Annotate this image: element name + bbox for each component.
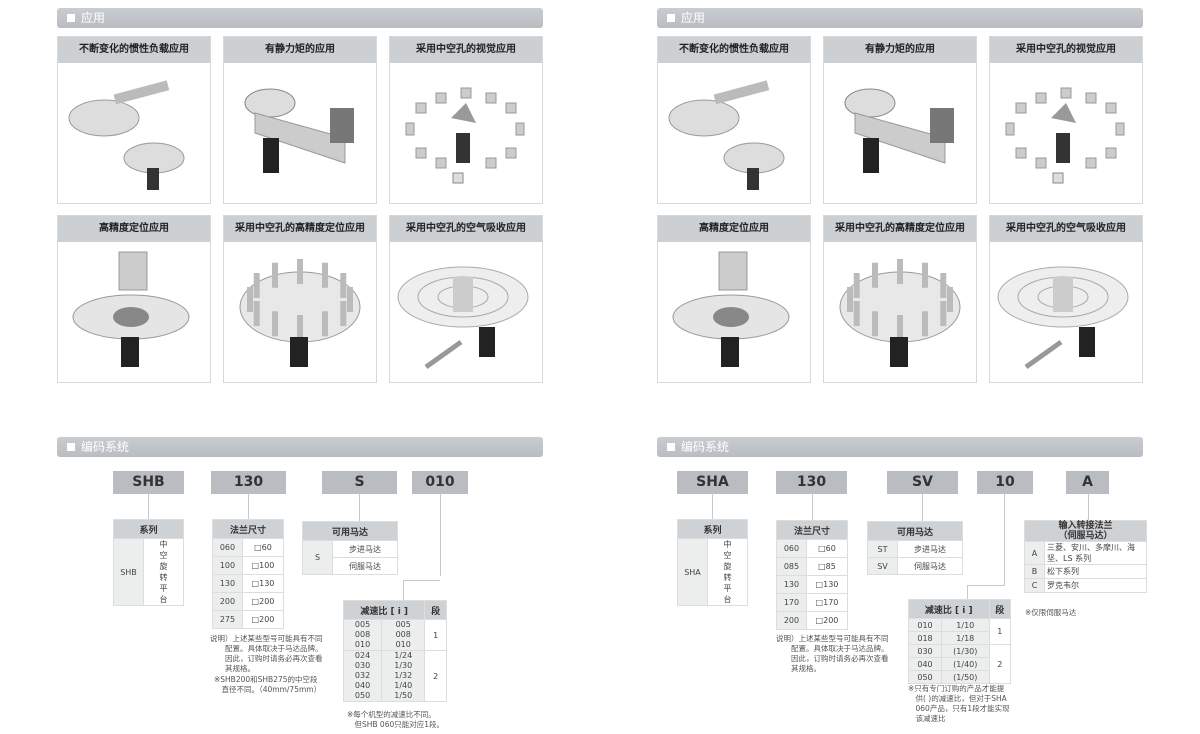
- application-card: 采用中空孔的视觉应用: [989, 36, 1143, 204]
- application-card: 采用中空孔的空气吸收应用: [389, 215, 543, 383]
- application-card: 高精度定位应用: [57, 215, 211, 383]
- application-illustration: [990, 242, 1142, 380]
- connector-line: [403, 580, 440, 581]
- connector-line: [967, 585, 968, 599]
- connector-line: [440, 494, 441, 576]
- card-title: 采用中空孔的高精度定位应用: [824, 216, 976, 242]
- card-title: 采用中空孔的视觉应用: [390, 37, 542, 63]
- connector-line: [1088, 494, 1089, 520]
- connector-line: [967, 585, 1004, 586]
- code-segment: SV: [887, 471, 958, 494]
- connector-line: [812, 493, 813, 520]
- connector-line: [359, 494, 360, 521]
- code-segment: 130: [211, 471, 286, 494]
- code-segment: 010: [412, 471, 468, 494]
- card-title: 采用中空孔的空气吸收应用: [390, 216, 542, 242]
- application-card: 采用中空孔的高精度定位应用: [823, 215, 977, 383]
- application-card: 采用中空孔的视觉应用: [389, 36, 543, 204]
- square-bullet-icon: [667, 14, 675, 22]
- section-title: 应用: [681, 11, 706, 25]
- code-segment: SHA: [677, 471, 748, 494]
- application-illustration: [224, 242, 376, 380]
- footnote: 说明）上述某些型号可能具有不同 配置。具体取决于马达品牌。 因此，订购时请务必再…: [776, 634, 889, 673]
- footnote: ※只有专门订购的产品才能提 供( )的减速比，但对于SHA 060产品，只有1段…: [908, 684, 1010, 723]
- application-illustration: [58, 242, 210, 380]
- application-illustration: [58, 63, 210, 201]
- application-illustration: [224, 63, 376, 201]
- section-header-coding-system: 编码系统: [657, 437, 1143, 457]
- card-title: 采用中空孔的视觉应用: [990, 37, 1142, 63]
- card-title: 高精度定位应用: [658, 216, 810, 242]
- section-header-applications: 应用: [57, 8, 543, 28]
- footnote: ※SHB200和SHB275的中空段 直径不同。（40mm/75mm）: [214, 675, 322, 694]
- card-title: 采用中空孔的空气吸收应用: [990, 216, 1142, 242]
- connector-line: [922, 494, 923, 521]
- application-card: 不断变化的惯性负载应用: [657, 36, 811, 204]
- card-title: 不断变化的惯性负载应用: [658, 37, 810, 63]
- application-card: 不断变化的惯性负载应用: [57, 36, 211, 204]
- code-segment: 130: [776, 471, 847, 494]
- connector-line: [148, 494, 149, 519]
- section-title: 应用: [81, 11, 106, 25]
- connector-line: [712, 493, 713, 519]
- section-header-coding-system: 编码系统: [57, 437, 543, 457]
- section-title: 编码系统: [81, 440, 130, 454]
- section-title: 编码系统: [681, 440, 730, 454]
- application-card: 采用中空孔的空气吸收应用: [989, 215, 1143, 383]
- application-illustration: [390, 63, 542, 201]
- application-illustration: [658, 63, 810, 201]
- card-title: 有静力矩的应用: [224, 37, 376, 63]
- application-illustration: [824, 63, 976, 201]
- card-title: 高精度定位应用: [58, 216, 210, 242]
- code-segment: A: [1066, 471, 1109, 494]
- card-title: 有静力矩的应用: [824, 37, 976, 63]
- application-card: 有静力矩的应用: [223, 36, 377, 204]
- code-segment: S: [322, 471, 397, 494]
- application-illustration: [390, 242, 542, 380]
- application-card: 采用中空孔的高精度定位应用: [223, 215, 377, 383]
- footnote: ※每个机型的减速比不同。 但SHB 060只能对应1段。: [347, 710, 445, 729]
- code-segment: SHB: [113, 471, 184, 494]
- connector-line: [248, 494, 249, 519]
- square-bullet-icon: [67, 14, 75, 22]
- footnote: ※仅限伺服马达: [1025, 608, 1077, 617]
- application-illustration: [990, 63, 1142, 201]
- section-header-applications: 应用: [657, 8, 1143, 28]
- footnote: 说明）上述某些型号可能具有不同 配置。具体取决于马达品牌。 因此，订购时请务必再…: [210, 634, 323, 673]
- connector-line: [403, 580, 404, 600]
- square-bullet-icon: [67, 443, 75, 451]
- application-card: 有静力矩的应用: [823, 36, 977, 204]
- card-title: 采用中空孔的高精度定位应用: [224, 216, 376, 242]
- card-title: 不断变化的惯性负载应用: [58, 37, 210, 63]
- application-illustration: [824, 242, 976, 380]
- code-segment: 10: [977, 471, 1033, 494]
- application-card: 高精度定位应用: [657, 215, 811, 383]
- connector-line: [1004, 494, 1005, 586]
- square-bullet-icon: [667, 443, 675, 451]
- application-illustration: [658, 242, 810, 380]
